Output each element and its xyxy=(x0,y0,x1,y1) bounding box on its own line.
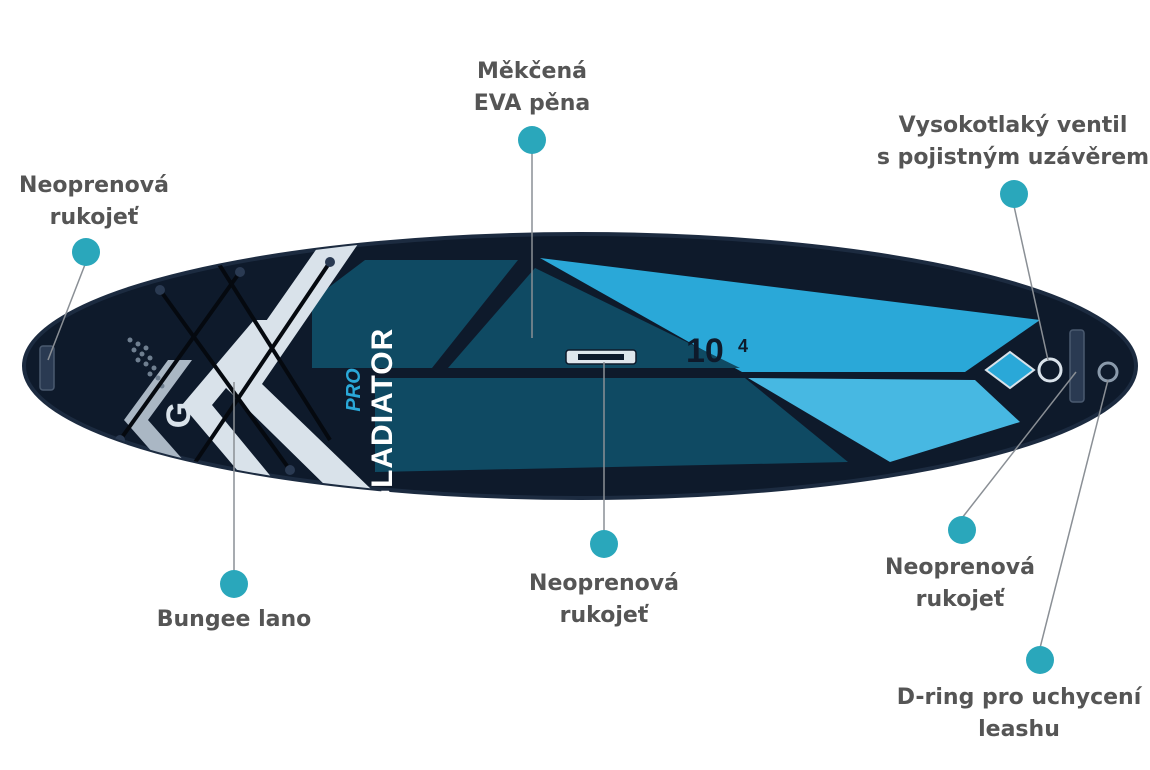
leader-valve xyxy=(1013,205,1049,361)
bungee-dot-icon xyxy=(220,570,248,598)
leader-handle-left xyxy=(47,261,87,361)
label-handle-center: Neoprenová rukojeť xyxy=(504,568,704,632)
label-soft-foam: Měkčená EVA pěna xyxy=(432,56,632,120)
deck-pad-sky xyxy=(540,258,1040,372)
brand-model: PRO xyxy=(343,368,365,412)
tail-dot-texture xyxy=(127,337,165,389)
logo-mark-text: G xyxy=(160,402,198,428)
label-d-ring: D-ring pro uchycení leashu xyxy=(884,682,1150,746)
tail-stripe-1 xyxy=(222,244,372,490)
board-size: 10 xyxy=(686,332,724,370)
soft-foam-dot-icon xyxy=(518,126,546,154)
label-handle-center-line1: Neoprenová xyxy=(529,571,679,596)
handle-center-dot-icon xyxy=(590,530,618,558)
brand-name: GLADIATOR xyxy=(366,328,399,513)
logo-mark: G xyxy=(160,402,198,428)
label-handle-right-line2: rukojeť xyxy=(915,587,1005,612)
label-bungee-line1: Bungee lano xyxy=(156,607,312,632)
label-handle-left-line2: rukojeť xyxy=(49,205,139,230)
deck-pad-teal-block xyxy=(312,260,518,368)
leader-handle-right xyxy=(961,371,1077,519)
label-handle-right-line1: Neoprenová xyxy=(885,555,1035,580)
label-valve-line1: Vysokotlaký ventil xyxy=(898,113,1128,138)
label-bungee: Bungee lano xyxy=(134,604,334,636)
label-handle-left-line1: Neoprenová xyxy=(19,173,169,198)
board-size-sup: 4 xyxy=(738,336,748,356)
handle-left-dot-icon xyxy=(72,238,100,266)
bungee-cord xyxy=(118,248,332,472)
label-handle-left: Neoprenová rukojeť xyxy=(6,170,182,234)
d-ring-dot-icon xyxy=(1026,646,1054,674)
label-handle-right: Neoprenová rukojeť xyxy=(860,552,1060,616)
valve-dot-icon xyxy=(1000,180,1028,208)
handle-right-dot-icon xyxy=(948,516,976,544)
nose-handle xyxy=(1069,329,1085,403)
tail-stripe-2 xyxy=(182,320,282,490)
deck-pad-teal-upper xyxy=(448,268,740,368)
deck-pad xyxy=(39,244,1119,490)
leader-d-ring xyxy=(1039,379,1109,649)
leader-lines xyxy=(47,152,1109,649)
label-soft-foam-line1: Měkčená xyxy=(477,59,587,84)
label-d-ring-line2: leashu xyxy=(978,717,1060,742)
callout-dots xyxy=(72,126,1054,674)
label-valve: Vysokotlaký ventil s pojistným uzávěrem xyxy=(872,110,1150,174)
sup-board: GLADIATOR PRO G 10 4 xyxy=(22,232,1138,513)
valve-plate xyxy=(984,350,1036,390)
label-valve-line2: s pojistným uzávěrem xyxy=(876,145,1150,170)
tail-handle xyxy=(39,345,55,391)
deck-pad-sky-lower xyxy=(748,378,1020,462)
label-soft-foam-line2: EVA pěna xyxy=(473,91,591,116)
brand-logo: GLADIATOR PRO xyxy=(343,328,399,513)
valve xyxy=(1037,357,1063,383)
label-handle-center-line2: rukojeť xyxy=(559,603,649,628)
center-handle-strap xyxy=(578,354,624,360)
label-d-ring-line1: D-ring pro uchycení xyxy=(896,685,1142,710)
deck-pad-teal-lower xyxy=(375,378,848,472)
